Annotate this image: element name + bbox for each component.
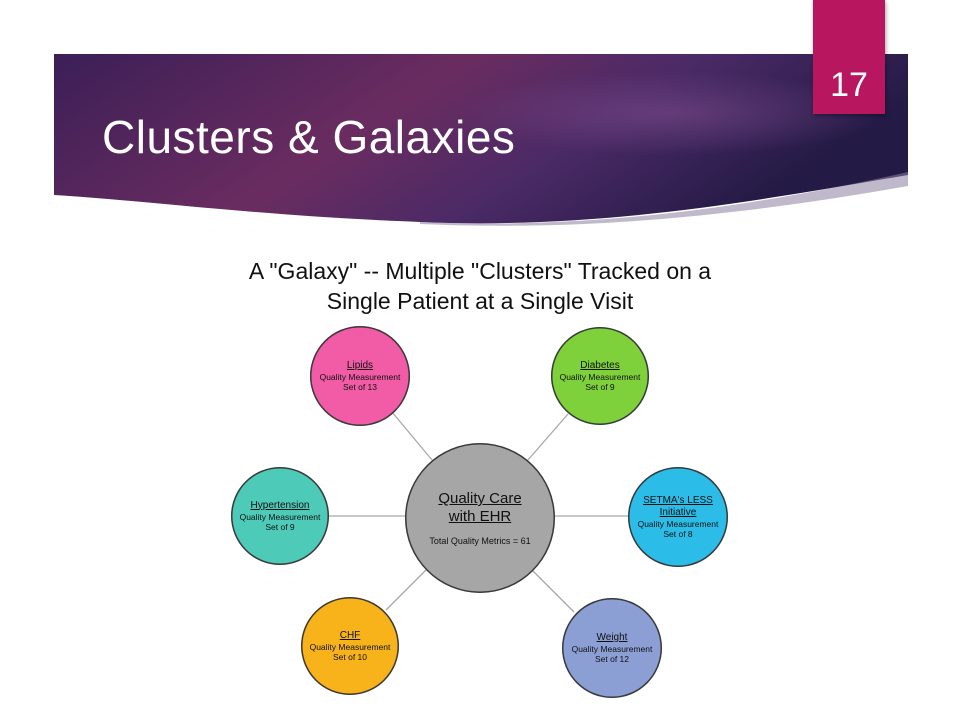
cluster-name-extra: Initiative xyxy=(659,506,697,518)
cluster-measure: Quality Measurement xyxy=(319,371,401,382)
connector-lipids xyxy=(391,411,433,461)
cluster-name: Lipids xyxy=(346,359,374,371)
cluster-set: Set of 8 xyxy=(663,529,693,539)
center-name-line1: Quality Care xyxy=(438,490,522,507)
page-number-badge: 17 xyxy=(813,0,885,114)
cluster-name: Hypertension xyxy=(250,499,310,511)
cluster-measure: Quality Measurement xyxy=(309,641,391,652)
cluster-diabetes: Diabetes Quality Measurement Set of 9 xyxy=(551,327,649,425)
cluster-measure: Quality Measurement xyxy=(571,643,653,654)
cluster-name: Weight xyxy=(596,631,628,643)
page-number: 17 xyxy=(830,66,868,104)
cluster-set: Set of 10 xyxy=(332,652,368,662)
cluster-hypertension: Hypertension Quality Measurement Set of … xyxy=(231,467,329,565)
cluster-set: Set of 9 xyxy=(265,522,295,532)
diagram-title: A "Galaxy" -- Multiple "Clusters" Tracke… xyxy=(180,256,780,316)
cluster-name: Diabetes xyxy=(580,359,620,371)
cluster-chf: CHF Quality Measurement Set of 10 xyxy=(301,597,399,695)
cluster-measure: Quality Measurement xyxy=(239,511,321,522)
diagram-title-line1: A "Galaxy" -- Multiple "Clusters" Tracke… xyxy=(248,258,712,284)
cluster-weight: Weight Quality Measurement Set of 12 xyxy=(562,598,662,698)
cluster-set: Set of 12 xyxy=(594,654,630,664)
connector-diabetes xyxy=(527,413,569,461)
center-metrics: Total Quality Metrics = 61 xyxy=(429,536,531,546)
cluster-set: Set of 13 xyxy=(342,382,378,392)
center-node: Quality Care with EHR Total Quality Metr… xyxy=(405,443,555,593)
cluster-set: Set of 9 xyxy=(585,382,615,392)
connector-weight xyxy=(529,567,575,613)
center-name-line2: with EHR xyxy=(448,508,512,525)
cluster-name: SETMA's LESS xyxy=(643,494,713,506)
cluster-measure: Quality Measurement xyxy=(559,371,641,382)
diagram-title-line2: Single Patient at a Single Visit xyxy=(326,288,634,314)
slide-title: Clusters & Galaxies xyxy=(102,111,516,163)
cluster-name: CHF xyxy=(339,629,361,641)
cluster-less: SETMA's LESS Initiative Quality Measurem… xyxy=(628,467,728,567)
cluster-measure: Quality Measurement xyxy=(637,518,719,529)
cluster-lipids: Lipids Quality Measurement Set of 13 xyxy=(310,326,410,426)
title-banner xyxy=(54,54,908,226)
connector-chf xyxy=(385,567,429,611)
